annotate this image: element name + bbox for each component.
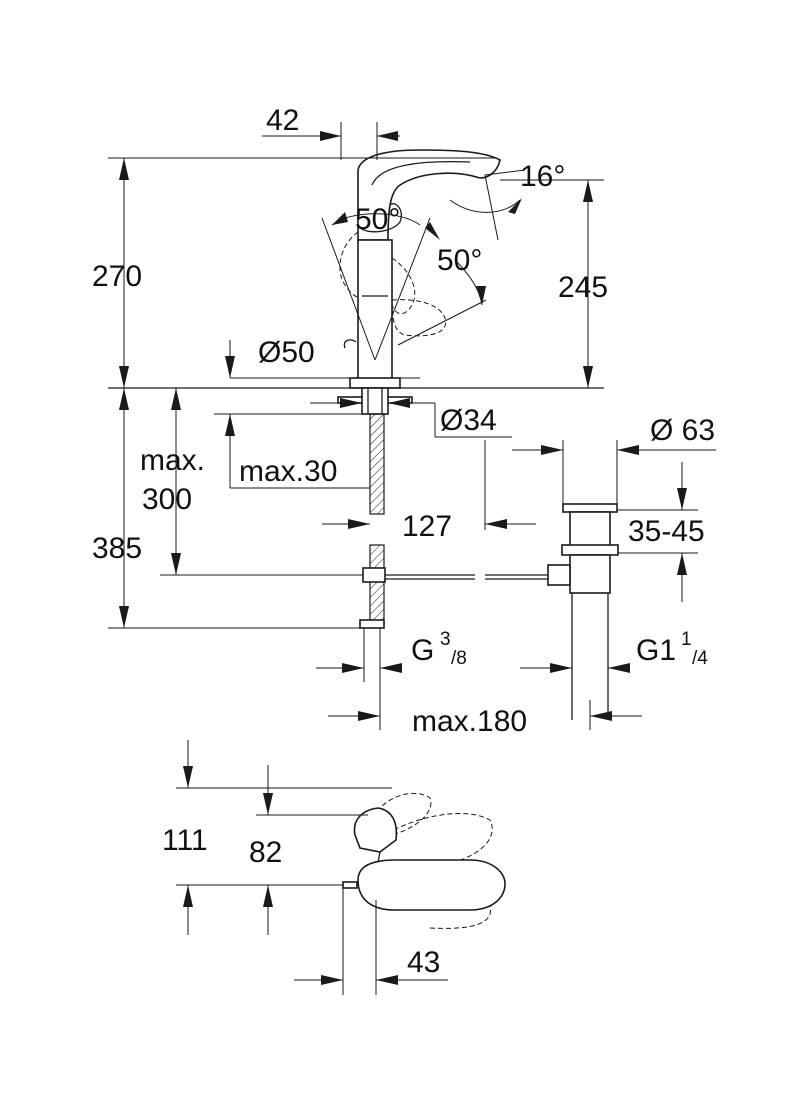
top-view-dimension-lines	[176, 740, 448, 995]
label-diameter-50: Ø50	[258, 336, 315, 369]
label-max-30: max.30	[239, 455, 337, 488]
spout	[357, 149, 501, 241]
label-270: 270	[92, 260, 142, 293]
label-245: 245	[558, 271, 608, 304]
waste-body-upper	[569, 511, 611, 551]
waste-rod-port	[547, 564, 571, 586]
label-g1-1-4: G1	[636, 634, 676, 667]
waste-nut	[561, 544, 619, 556]
label-g-3-8-denominator: /8	[451, 648, 467, 669]
supply-hose-upper	[369, 413, 385, 515]
tap-base	[349, 377, 401, 389]
hose-clip	[343, 339, 357, 349]
lever-position-right-2	[391, 257, 416, 315]
supply-hose-lower	[369, 544, 385, 624]
top-lever-dashed-1	[371, 792, 432, 839]
label-300: 300	[142, 483, 192, 516]
waste-flange	[562, 503, 618, 513]
label-max: max.	[140, 444, 205, 477]
label-diameter-34: Ø34	[440, 404, 497, 437]
top-spout	[357, 859, 506, 911]
label-42: 42	[266, 104, 299, 137]
label-50-degrees-right: 50°	[437, 244, 482, 277]
top-lever-dashed-2	[379, 813, 493, 866]
angle-valve	[359, 619, 385, 629]
label-g1-1-4-numerator: 1	[681, 629, 692, 650]
label-g-3-8: G	[411, 634, 434, 667]
dimension-lines	[108, 122, 716, 730]
pop-up-rod-fitting	[362, 567, 386, 583]
label-111: 111	[162, 824, 208, 857]
label-385: 385	[92, 532, 142, 565]
tap-top-view	[342, 792, 506, 929]
label-16-degrees: 16°	[520, 160, 565, 193]
mounting-assembly	[337, 387, 413, 629]
label-max-180: max.180	[412, 705, 527, 738]
label-82: 82	[249, 836, 282, 869]
label-g1-1-4-denominator: /4	[692, 648, 708, 669]
label-43: 43	[407, 946, 440, 979]
waste-body-lower	[569, 554, 611, 594]
label-35-45: 35-45	[628, 515, 705, 548]
lever-position-right	[391, 299, 447, 337]
label-127: 127	[402, 510, 452, 543]
dimension-labels: 42 16° 50° 50° 270 245 Ø50 Ø34 Ø 63 max.…	[92, 104, 715, 979]
label-50-degrees-left: 50°	[355, 203, 400, 236]
lever-front	[359, 203, 402, 233]
top-base-mount	[342, 881, 358, 889]
mounting-nut	[361, 387, 389, 415]
waste-fitting	[547, 503, 619, 720]
spout-highlight	[371, 160, 471, 186]
top-lever	[353, 807, 398, 853]
label-g-3-8-numerator: 3	[440, 629, 451, 650]
label-diameter-63: Ø 63	[650, 414, 715, 447]
